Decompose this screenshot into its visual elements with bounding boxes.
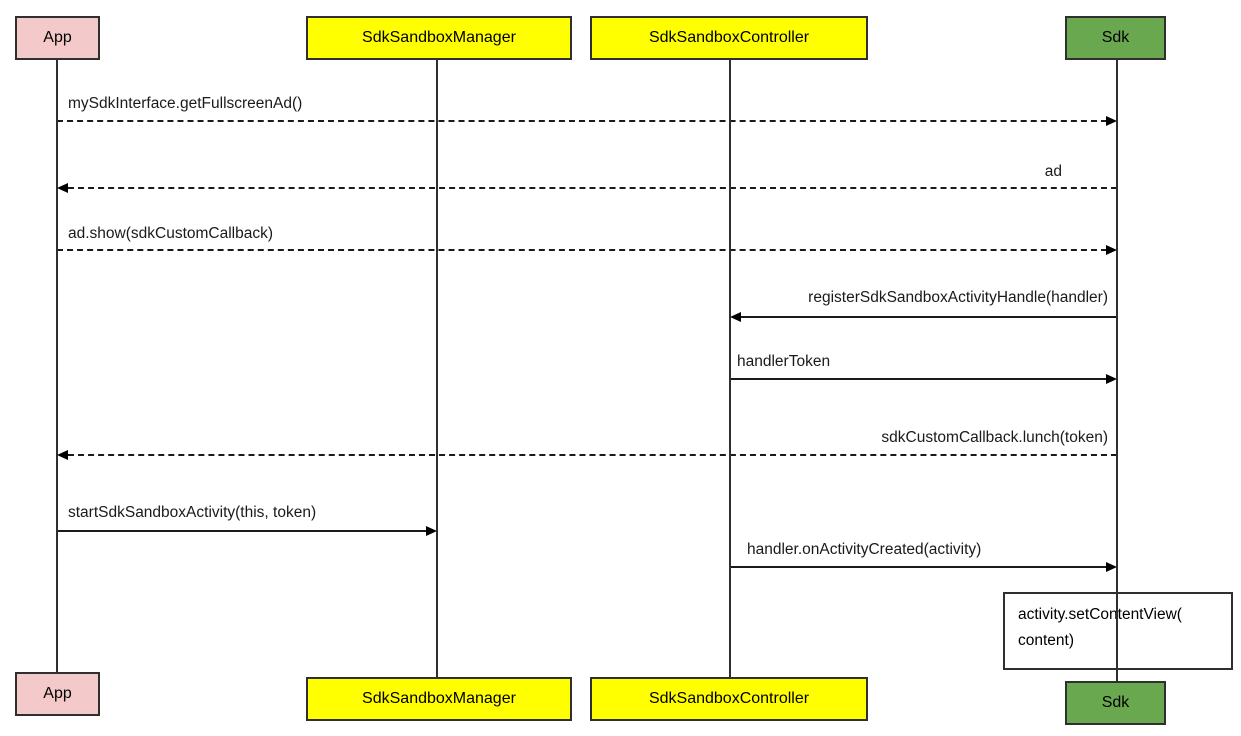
actor-label-sdksandboxmanager: SdkSandboxManager xyxy=(362,690,516,707)
message-label-getfullscreenad: mySdkInterface.getFullscreenAd() xyxy=(68,95,303,112)
message-line-ad xyxy=(68,187,1117,189)
arrowhead-right-icon xyxy=(1106,116,1117,126)
message-line-callbacklunch xyxy=(68,454,1117,456)
actor-label-app: App xyxy=(43,29,72,46)
arrowhead-right-icon xyxy=(1106,562,1117,572)
note-line-2: content) xyxy=(1018,631,1075,649)
lifeline-sdk xyxy=(1116,60,1118,681)
message-line-getfullscreenad xyxy=(57,120,1107,122)
message-line-adshow xyxy=(57,249,1107,251)
actor-label-app: App xyxy=(43,685,72,702)
note-setcontentview: activity.setContentView( content) xyxy=(1003,592,1233,670)
arrowhead-right-icon xyxy=(1106,245,1117,255)
arrowhead-left-icon xyxy=(57,183,68,193)
actor-box-app-top: App xyxy=(15,16,100,60)
lifeline-app xyxy=(56,60,58,672)
actor-box-app-bottom: App xyxy=(15,672,100,716)
message-line-registerhandle xyxy=(741,316,1117,318)
actor-label-sdksandboxcontroller: SdkSandboxController xyxy=(648,29,810,46)
actor-box-sdk-bottom: Sdk xyxy=(1065,681,1166,725)
actor-label-sdksandboxmanager: SdkSandboxManager xyxy=(362,29,516,46)
actor-box-sdksandboxmanager-bottom: SdkSandboxManager xyxy=(306,677,572,721)
message-label-registerhandle: registerSdkSandboxActivityHandle(handler… xyxy=(808,289,1108,306)
message-label-ad: ad xyxy=(1044,163,1062,180)
actor-label-sdk: Sdk xyxy=(1101,694,1130,711)
actor-label-sdksandboxcontroller: SdkSandboxController xyxy=(648,690,810,707)
arrowhead-right-icon xyxy=(1106,374,1117,384)
lifeline-sdksandboxcontroller xyxy=(729,60,731,677)
message-line-handlertoken xyxy=(730,378,1106,380)
actor-label-sdk: Sdk xyxy=(1101,29,1130,46)
arrowhead-right-icon xyxy=(426,526,437,536)
arrowhead-left-icon xyxy=(57,450,68,460)
message-label-onactivitycreated: handler.onActivityCreated(activity) xyxy=(747,541,982,558)
message-line-onactivitycreated xyxy=(730,566,1106,568)
message-label-adshow: ad.show(sdkCustomCallback) xyxy=(68,225,274,242)
message-label-startactivity: startSdkSandboxActivity(this, token) xyxy=(68,504,317,521)
lifeline-sdksandboxmanager xyxy=(436,60,438,677)
arrowhead-left-icon xyxy=(730,312,741,322)
actor-box-sdksandboxcontroller-top: SdkSandboxController xyxy=(590,16,868,60)
message-label-callbacklunch: sdkCustomCallback.lunch(token) xyxy=(881,429,1108,446)
actor-box-sdksandboxcontroller-bottom: SdkSandboxController xyxy=(590,677,868,721)
message-label-handlertoken: handlerToken xyxy=(737,353,831,370)
message-line-startactivity xyxy=(57,530,426,532)
actor-box-sdksandboxmanager-top: SdkSandboxManager xyxy=(306,16,572,60)
note-line-1: activity.setContentView( xyxy=(1018,606,1182,623)
actor-box-sdk-top: Sdk xyxy=(1065,16,1166,60)
